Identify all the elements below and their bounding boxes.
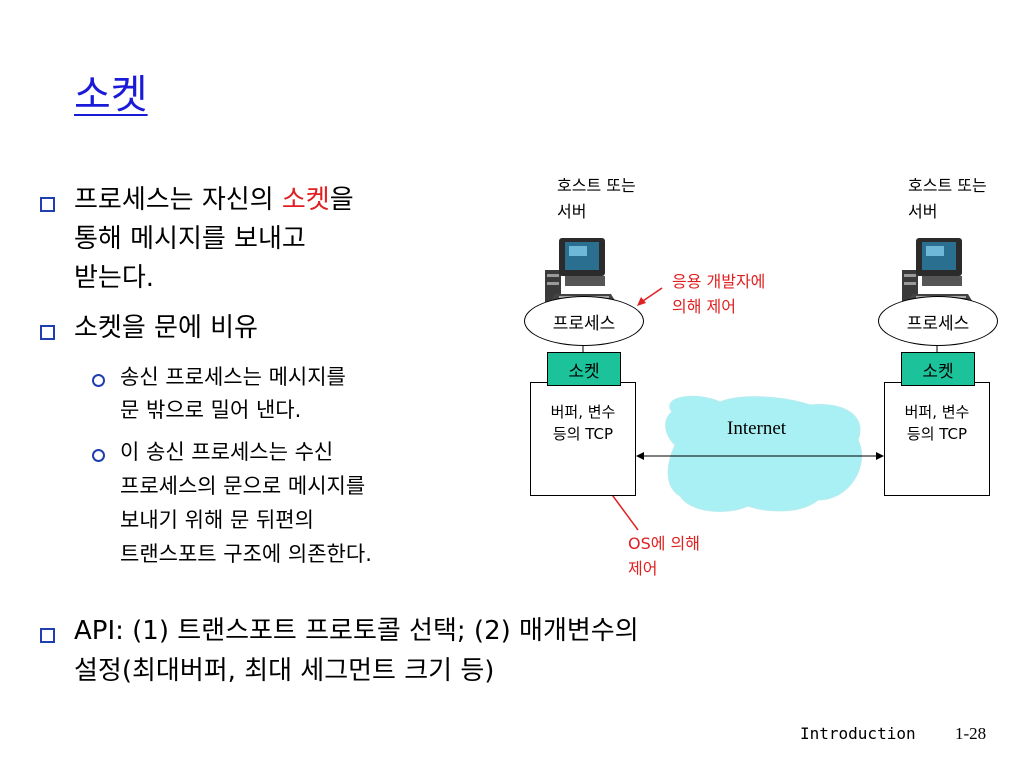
square-bullet-icon [40,197,55,212]
right-tcp-buffer: 버퍼, 변수 등의 TCP [884,382,990,496]
page-title: 소켓 [74,72,148,118]
right-process: 프로세스 [878,296,998,346]
sub-bullet-1-line1: 송신 프로세스는 메시지를 [120,365,346,389]
bullet-1-line3: 받는다. [74,263,155,293]
sub-bullet-1-line2: 문 밖으로 밀어 낸다. [120,398,302,422]
internet-cloud [665,395,862,512]
left-host-label-line1: 호스트 또는 [557,176,636,195]
footer-section: Introduction [800,724,916,743]
os-arrow [609,491,639,531]
left-buffer-line1: 버퍼, 변수 [550,403,616,421]
right-buffer-line1: 버퍼, 변수 [904,403,970,421]
bullet-1-line2: 통해 메시지를 보내고 [74,224,306,254]
left-process: 프로세스 [524,296,644,346]
sub-bullet-2-line1: 이 송신 프로세스는 수신 [120,440,334,464]
internet-label: Internet [727,418,787,439]
os-label-line1: OS에 의해 [628,534,700,553]
square-bullet-icon [40,628,55,643]
bullet-1: 프로세스는 자신의 소켓을 [74,183,354,218]
circle-bullet-icon [92,374,105,387]
left-tcp-buffer: 버퍼, 변수 등의 TCP [530,382,636,496]
sub-bullet-2-line3: 보내기 위해 문 뒤편의 [120,508,314,532]
app-dev-label-line2: 의해 제어 [672,297,736,316]
sub-bullet-2-line4: 트랜스포트 구조에 의존한다. [120,542,372,566]
footer-page-number: 1-28 [955,724,987,743]
bullet-1-suffix: 을 [329,185,354,215]
app-dev-label-line1: 응용 개발자에 [672,272,766,291]
left-host-label-line2: 서버 [557,202,587,221]
left-socket: 소켓 [547,352,621,386]
right-buffer-line2: 등의 TCP [906,425,968,443]
left-buffer-line2: 등의 TCP [552,425,614,443]
right-host-label-line1: 호스트 또는 [908,176,987,195]
square-bullet-icon [40,325,55,340]
api-line1: API: (1) 트랜스포트 프로토콜 선택; (2) 매개변수의 [74,616,639,646]
bullet-1-highlight: 소켓 [281,185,330,215]
os-label-line2: 제어 [628,559,658,578]
api-line2: 설정(최대버퍼, 최대 세그먼트 크기 등) [74,656,495,686]
circle-bullet-icon [92,449,105,462]
bullet-1-prefix: 프로세스는 자신의 [74,185,282,215]
right-host-label-line2: 서버 [908,202,938,221]
right-socket: 소켓 [901,352,975,386]
sub-bullet-2-line2: 프로세스의 문으로 메시지를 [120,474,366,498]
bullet-2: 소켓을 문에 비유 [74,313,258,343]
